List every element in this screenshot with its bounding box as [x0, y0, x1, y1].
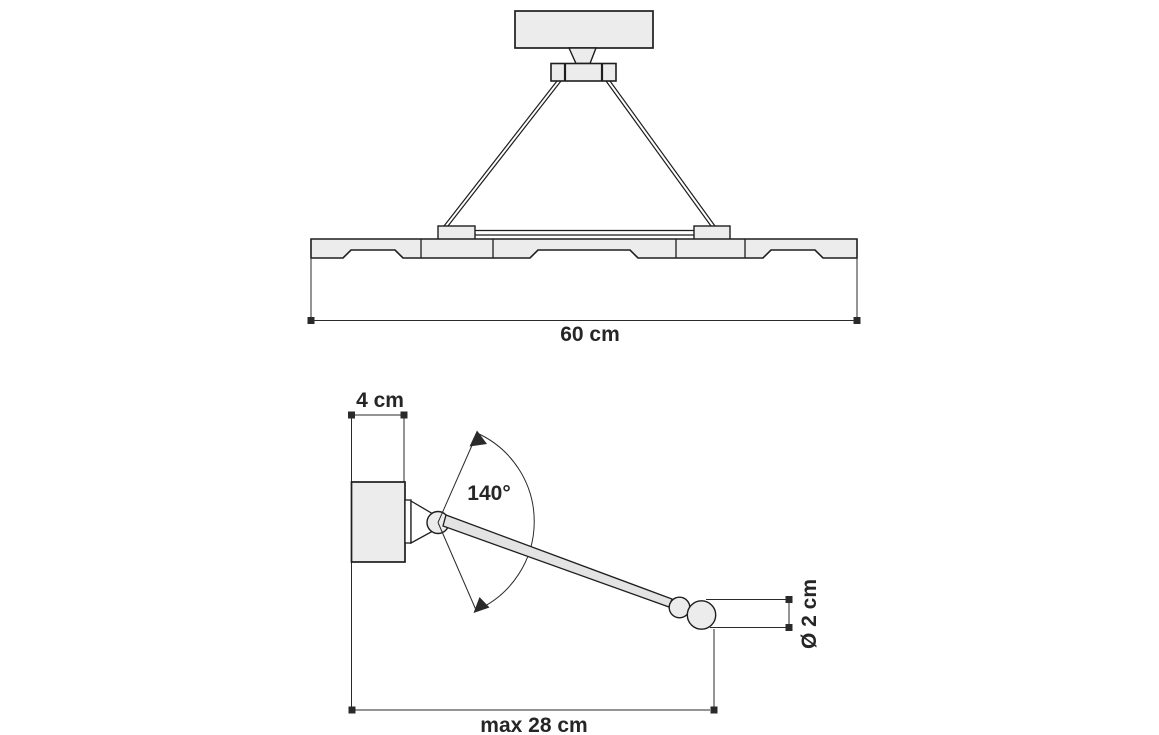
suspension-rod-left	[443, 80, 562, 227]
lamp-end-ball	[686, 600, 717, 630]
suspension-rod-right	[605, 80, 716, 227]
attachment-block-right	[693, 225, 731, 241]
dim-marker	[785, 624, 793, 631]
pendant-front-view: 60 cm	[307, 10, 861, 346]
dimension-60cm: 60 cm	[307, 258, 861, 346]
dimension-max-28cm: max 28 cm	[348, 629, 718, 735]
fixture-body-segments	[420, 239, 746, 258]
wall-bracket	[350, 481, 406, 563]
dim-marker	[785, 596, 793, 603]
fixture-width-label: 60 cm	[560, 323, 620, 346]
arrowhead-up	[469, 430, 487, 447]
dim-marker	[348, 706, 356, 714]
fixture-body-bar	[310, 238, 858, 259]
swing-arm	[442, 514, 673, 608]
canopy-funnel	[567, 47, 598, 65]
hanger-block	[550, 62, 617, 82]
dimension-diameter-2cm: Ø 2 cm	[706, 579, 821, 649]
tube-diameter-label: Ø 2 cm	[798, 579, 821, 649]
swivel-angle-annotation: 140°	[437, 430, 535, 613]
ceiling-canopy	[514, 10, 654, 49]
attachment-block-left	[437, 225, 476, 241]
max-reach-label: max 28 cm	[480, 714, 587, 735]
wall-arm-side-view: 4 cm 140°	[348, 389, 821, 735]
dim-marker	[710, 706, 718, 714]
mounting-plate	[404, 499, 412, 544]
bracket-width-label: 4 cm	[356, 389, 404, 412]
dim-marker	[400, 411, 408, 419]
dim-marker	[307, 317, 315, 324]
swivel-angle-label: 140°	[467, 482, 510, 505]
dim-marker	[348, 411, 355, 419]
arrowhead-down	[473, 597, 490, 613]
dim-marker	[853, 317, 861, 324]
carrier-rod	[475, 229, 694, 236]
